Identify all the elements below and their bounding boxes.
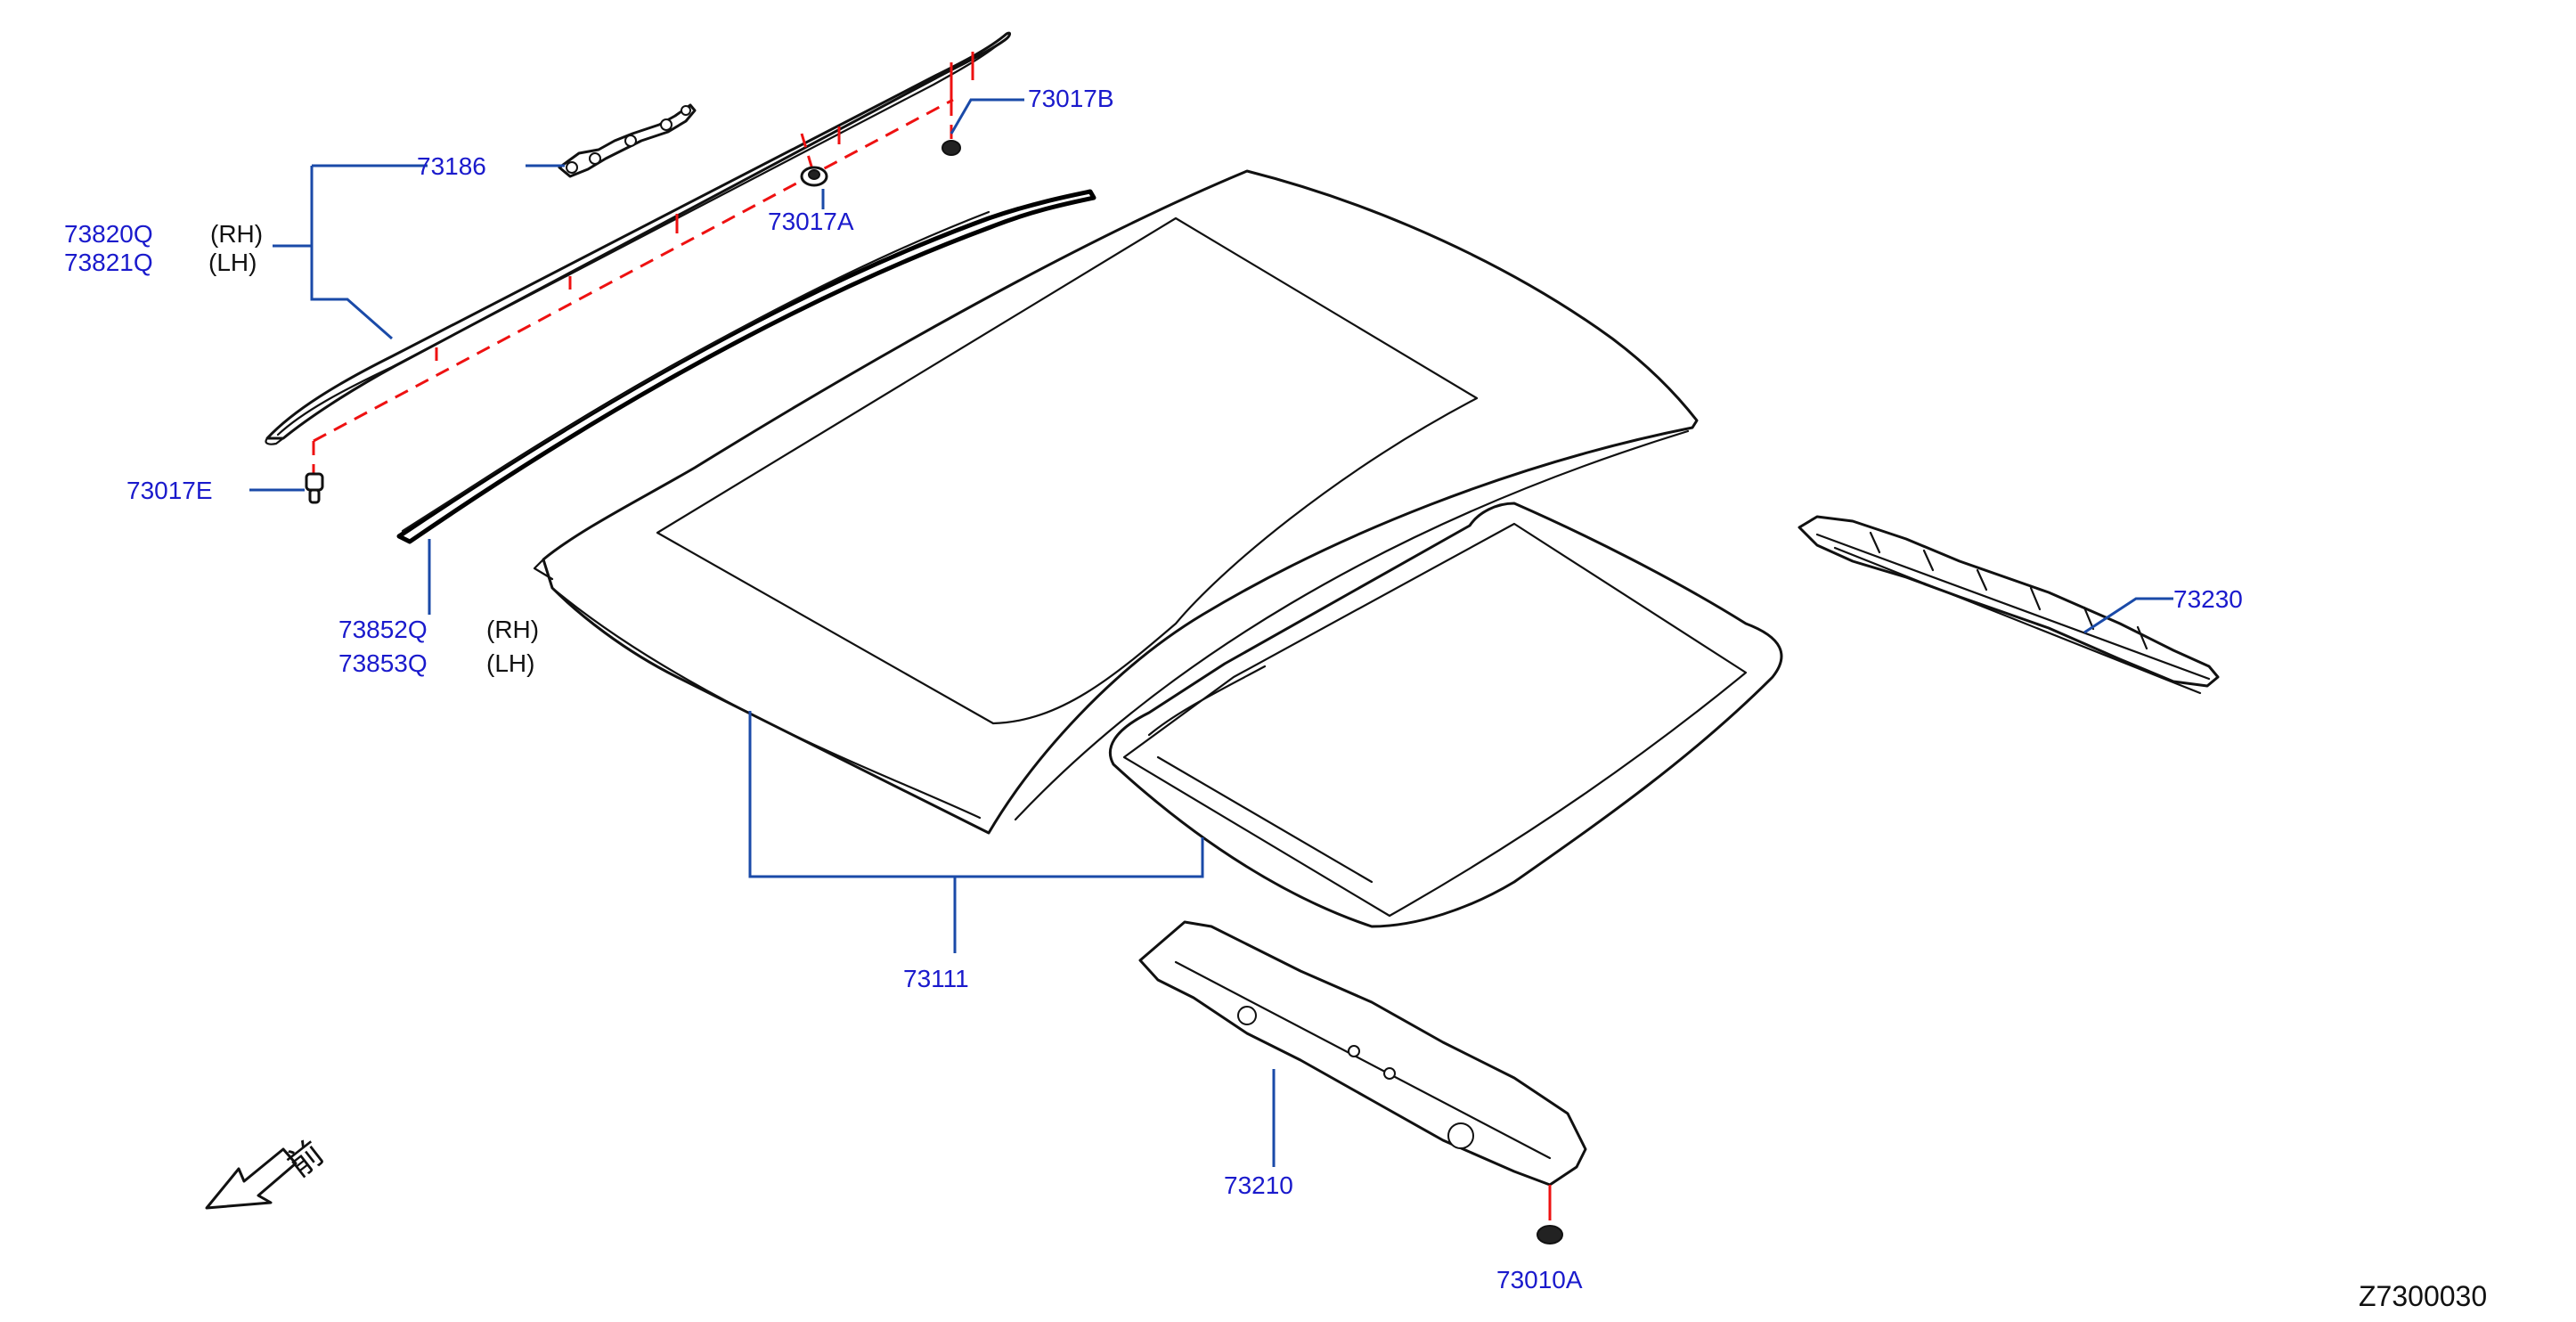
clip-73017b bbox=[942, 140, 961, 156]
part-number-73111: 73111 bbox=[903, 965, 969, 992]
roof-molding bbox=[396, 189, 1096, 544]
roof-rail bbox=[265, 31, 1011, 445]
side-label-lh: (LH) bbox=[208, 249, 257, 276]
part-number-73230: 73230 bbox=[2173, 585, 2243, 613]
part-number-73017a: 73017A bbox=[768, 208, 854, 235]
leader-lines bbox=[249, 98, 2173, 1167]
side-label-rh-molding: (RH) bbox=[486, 616, 539, 643]
front-direction-label: 前 bbox=[280, 1133, 330, 1185]
part-number-73820q: 73820Q bbox=[64, 220, 153, 248]
clip-73017e bbox=[305, 472, 324, 504]
part-number-73853q: 73853Q bbox=[338, 649, 428, 677]
part-number-73017e: 73017E bbox=[126, 477, 213, 504]
part-number-73010a: 73010A bbox=[1496, 1266, 1583, 1293]
front-roof-bow bbox=[1138, 920, 1587, 1187]
rear-roof-bow bbox=[1797, 515, 2220, 695]
clip-73010a bbox=[1537, 1185, 1563, 1244]
part-number-73852q: 73852Q bbox=[338, 616, 428, 643]
part-number-73186: 73186 bbox=[417, 152, 486, 180]
sunroof-frame bbox=[1108, 502, 1783, 928]
part-number-73017b: 73017B bbox=[1028, 85, 1114, 112]
part-number-73210: 73210 bbox=[1224, 1171, 1293, 1199]
side-label-rh: (RH) bbox=[210, 220, 263, 248]
roof-panel bbox=[533, 169, 1699, 835]
side-label-lh-molding: (LH) bbox=[486, 649, 534, 677]
clip-73017a bbox=[800, 166, 828, 187]
part-number-73821q: 73821Q bbox=[64, 249, 153, 276]
front-direction-arrow-icon bbox=[205, 1147, 298, 1210]
roof-rail-bracket bbox=[558, 103, 697, 178]
diagram-code: Z7300030 bbox=[2359, 1280, 2487, 1312]
